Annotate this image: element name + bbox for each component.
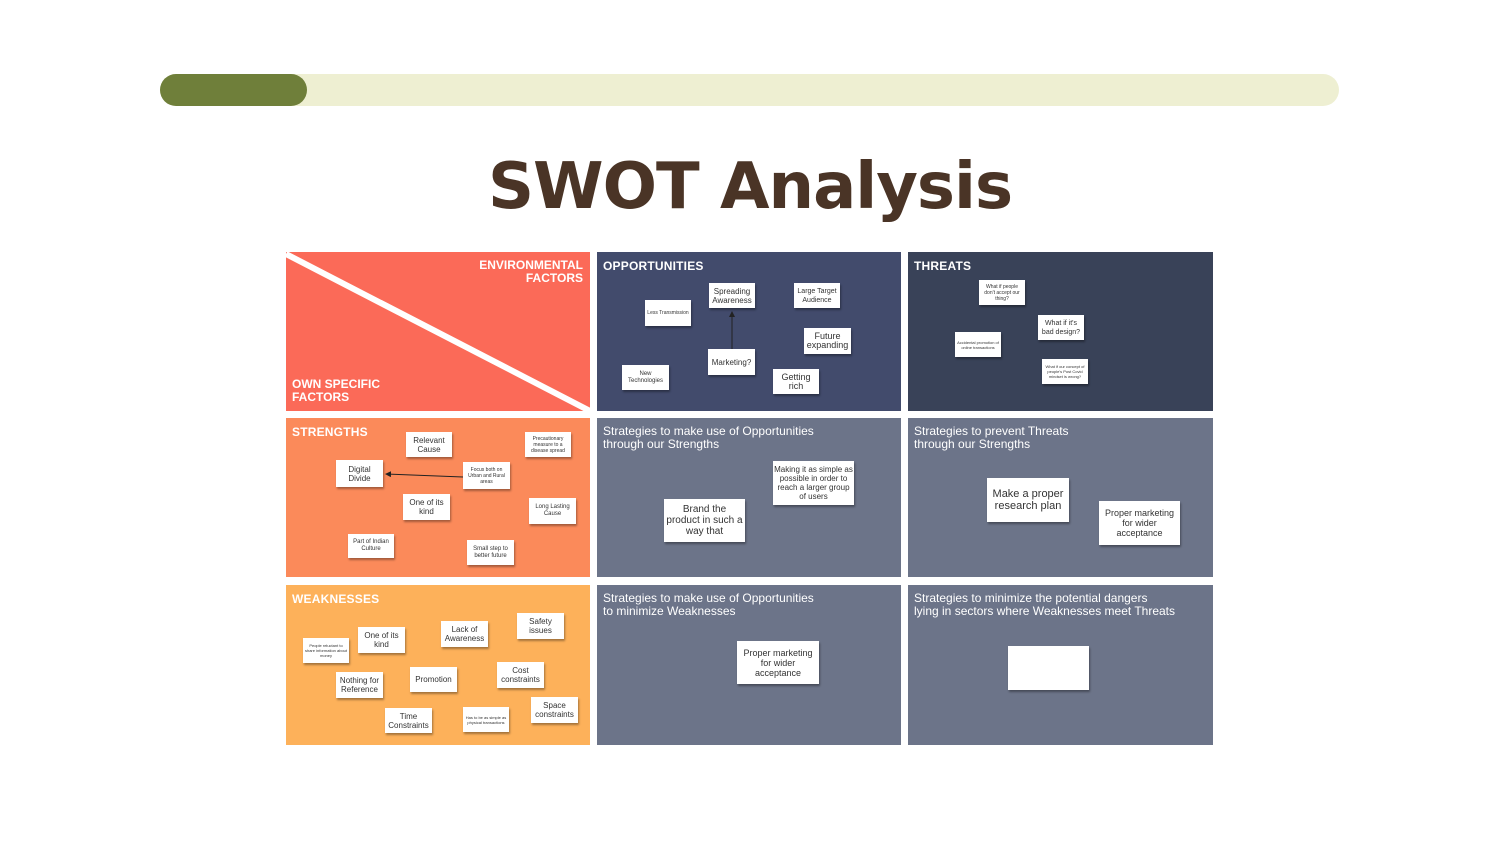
own-specific-label: OWN SPECIFIC FACTORS [292, 377, 381, 404]
sticky-note[interactable]: Spreading Awareness [709, 283, 755, 308]
sticky-note[interactable]: Getting rich [773, 369, 819, 394]
so-strategies-panel: Strategies to make use of Opportunities … [597, 418, 901, 577]
sticky-note[interactable]: Marketing? [708, 349, 755, 375]
sticky-note[interactable]: Space constraints [531, 697, 578, 723]
sticky-note[interactable]: Lack of Awareness [441, 621, 488, 647]
sticky-note[interactable]: Nothing for Reference [336, 672, 383, 698]
wt-heading: Strategies to minimize the potential dan… [914, 591, 1176, 618]
blank-sticky-note[interactable] [1008, 646, 1089, 690]
page-title: SWOT Analysis [487, 150, 1013, 224]
wo-heading: Strategies to make use of Opportunities … [603, 591, 814, 618]
sticky-note[interactable]: Proper marketing for wider acceptance [737, 641, 819, 684]
strengths-heading: STRENGTHS [292, 425, 368, 439]
st-heading: Strategies to prevent Threats through ou… [914, 424, 1069, 451]
sticky-note[interactable]: Long Lasting Cause [529, 498, 576, 524]
sticky-note[interactable]: Large Target Audience [794, 283, 840, 308]
sticky-note[interactable]: One of its kind [358, 627, 405, 653]
sticky-note[interactable]: People reluctant to share information ab… [303, 638, 349, 663]
sticky-note[interactable]: Focus both on Urban and Rural areas [463, 462, 510, 489]
sticky-note[interactable]: New Technologies [622, 365, 669, 390]
sticky-note[interactable]: What if it's bad design? [1038, 315, 1084, 340]
sticky-note[interactable]: What if our concept of people's Post Cov… [1042, 359, 1088, 384]
threats-heading: THREATS [914, 259, 972, 273]
diagonal-divider [286, 252, 590, 411]
opportunities-heading: OPPORTUNITIES [603, 259, 704, 273]
sticky-note[interactable]: Precautionary measure to a disease sprea… [525, 432, 571, 457]
sticky-note[interactable]: Relevant Cause [406, 432, 452, 457]
sticky-note[interactable]: Accidental promotion of online transacti… [955, 332, 1001, 357]
sticky-note[interactable]: Promotion [410, 667, 457, 692]
sticky-note[interactable]: Part of Indian Culture [348, 534, 394, 558]
sticky-note[interactable]: Future expanding [804, 328, 851, 354]
sticky-note[interactable]: Cost constraints [497, 662, 544, 688]
sticky-note[interactable]: Safety issues [517, 613, 564, 639]
progress-bar [160, 74, 1339, 106]
sticky-note[interactable]: Making it as simple as possible in order… [773, 461, 854, 505]
sticky-note[interactable]: Digital Divide [336, 460, 383, 487]
environmental-factors-panel: ENVIRONMENTAL FACTORS OWN SPECIFIC FACTO… [286, 252, 590, 411]
sticky-note[interactable]: Small step to better future [467, 540, 514, 565]
sticky-note[interactable]: Less Transmission [645, 300, 691, 326]
sticky-note[interactable]: One of its kind [403, 494, 450, 520]
sticky-note[interactable]: Brand the product in such a way that [664, 499, 745, 542]
sticky-note[interactable]: What if people don't accept our thing? [979, 280, 1025, 305]
environmental-label: ENVIRONMENTAL FACTORS [479, 258, 583, 285]
sticky-note[interactable]: Has to be as simple as physical transact… [463, 707, 509, 732]
sticky-note[interactable]: Proper marketing for wider acceptance [1099, 501, 1180, 545]
so-heading: Strategies to make use of Opportunities … [603, 424, 814, 451]
progress-fill [160, 74, 308, 106]
sticky-note[interactable]: Make a proper research plan [987, 478, 1069, 522]
weaknesses-heading: WEAKNESSES [292, 592, 380, 606]
sticky-note[interactable]: Time Constraints [385, 708, 432, 733]
